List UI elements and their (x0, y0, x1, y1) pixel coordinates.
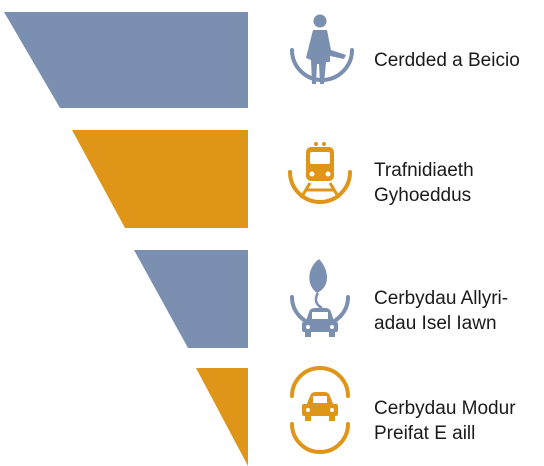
tier-3-band (134, 250, 248, 348)
tier-4-label-line-1: Cerbydau Modur (374, 398, 516, 419)
tier-1-label: Cerdded a Beicio (374, 48, 520, 73)
tier-3-label: Cerbydau Allyri- adau Isel Iawn (374, 286, 508, 336)
tier-2-label-line-2: Gyhoeddus (374, 185, 472, 206)
car-icon (290, 366, 350, 454)
tier-2-label: Trafnidiaeth Gyhoeddus (374, 158, 474, 208)
tier-3-label-line-1: Cerbydau Allyri- (374, 288, 509, 309)
tier-1-label-line-1: Cerdded a Beicio (374, 50, 520, 71)
tier-4-label: Cerbydau Modur Preifat E aill (374, 396, 516, 446)
tier-4-band (196, 368, 248, 466)
tier-1-band (4, 12, 248, 108)
tier-2-label-line-1: Trafnidiaeth (374, 160, 474, 181)
pedestrian-icon (290, 14, 354, 84)
leaf-car-icon (290, 259, 350, 337)
tier-3-label-line-2: adau Isel Iawn (374, 313, 497, 334)
tier-4-label-line-2: Preifat E aill (374, 423, 476, 444)
train-icon (288, 142, 352, 204)
tier-2-band (72, 130, 248, 228)
